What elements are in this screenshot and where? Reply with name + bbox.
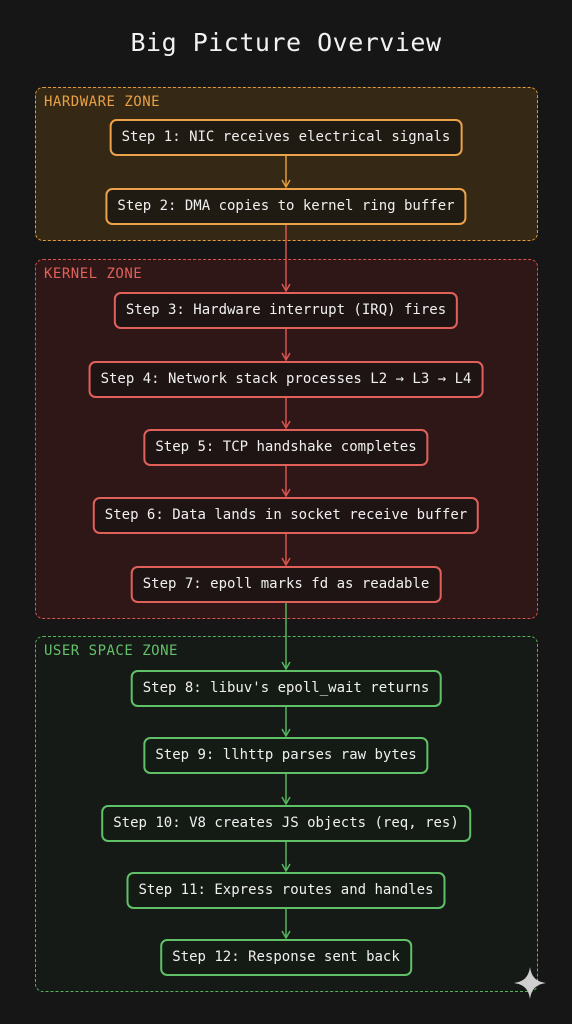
step-4-box: Step 4: Network stack processes L2 → L3 … — [88, 361, 484, 398]
step-6-box: Step 6: Data lands in socket receive buf… — [92, 497, 480, 534]
step-8-box: Step 8: libuv's epoll_wait returns — [130, 670, 442, 707]
step-7-box: Step 7: epoll marks fd as readable — [130, 566, 442, 603]
kernel-zone-label: KERNEL ZONE — [44, 266, 143, 282]
step-10-box: Step 10: V8 creates JS objects (req, res… — [101, 805, 471, 842]
step-1-box: Step 1: NIC receives electrical signals — [109, 119, 463, 156]
hardware-zone-label: HARDWARE ZONE — [44, 94, 161, 110]
step-12-box: Step 12: Response sent back — [160, 939, 412, 976]
diagram-title: Big Picture Overview — [130, 28, 442, 57]
step-2-box: Step 2: DMA copies to kernel ring buffer — [105, 188, 467, 225]
user-space-zone-label: USER SPACE ZONE — [44, 643, 178, 659]
sparkle-icon — [514, 967, 546, 999]
step-9-box: Step 9: llhttp parses raw bytes — [143, 737, 429, 774]
step-5-box: Step 5: TCP handshake completes — [143, 429, 429, 466]
step-11-box: Step 11: Express routes and handles — [126, 872, 446, 909]
step-3-box: Step 3: Hardware interrupt (IRQ) fires — [113, 292, 459, 329]
